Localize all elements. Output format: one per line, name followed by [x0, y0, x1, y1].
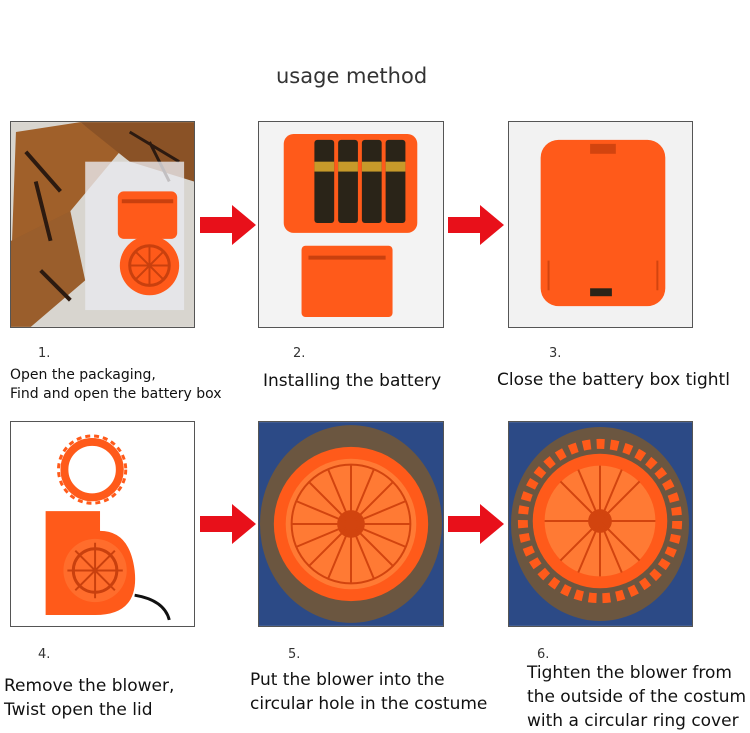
step-6-image [508, 421, 693, 627]
step-3-number: 3. [549, 346, 562, 361]
arrow-right-icon [448, 205, 504, 245]
step-1-caption-line-2: Find and open the battery box [10, 386, 222, 402]
arrow-right-icon [448, 504, 504, 544]
step-6-caption-line-2: the outside of the costum [527, 687, 747, 707]
page-title: usage method [276, 64, 428, 88]
step-4-caption-line-2: Twist open the lid [4, 700, 153, 720]
step-3-image [508, 121, 693, 328]
step-6-caption-line-3: with a circular ring cover [527, 711, 739, 731]
step-4-image [10, 421, 195, 627]
step-5-image [258, 421, 444, 627]
step-2-image [258, 121, 444, 328]
step-3-caption-line-1: Close the battery box tightl [497, 370, 730, 390]
arrow-right-icon [200, 205, 256, 245]
step-6-number: 6. [537, 647, 550, 662]
arrow-right-icon [200, 504, 256, 544]
step-4-number: 4. [38, 647, 51, 662]
step-4-caption-line-1: Remove the blower, [4, 676, 175, 696]
step-1-image [10, 121, 195, 328]
step-5-number: 5. [288, 647, 301, 662]
step-5-caption-line-1: Put the blower into the [250, 670, 445, 690]
step-1-number: 1. [38, 346, 51, 361]
step-2-number: 2. [293, 346, 306, 361]
step-5-caption-line-2: circular hole in the costume [250, 694, 488, 714]
step-2-caption-line-1: Installing the battery [263, 371, 442, 391]
step-6-caption-line-1: Tighten the blower from [527, 663, 732, 683]
step-1-caption-line-1: Open the packaging, [10, 367, 156, 383]
